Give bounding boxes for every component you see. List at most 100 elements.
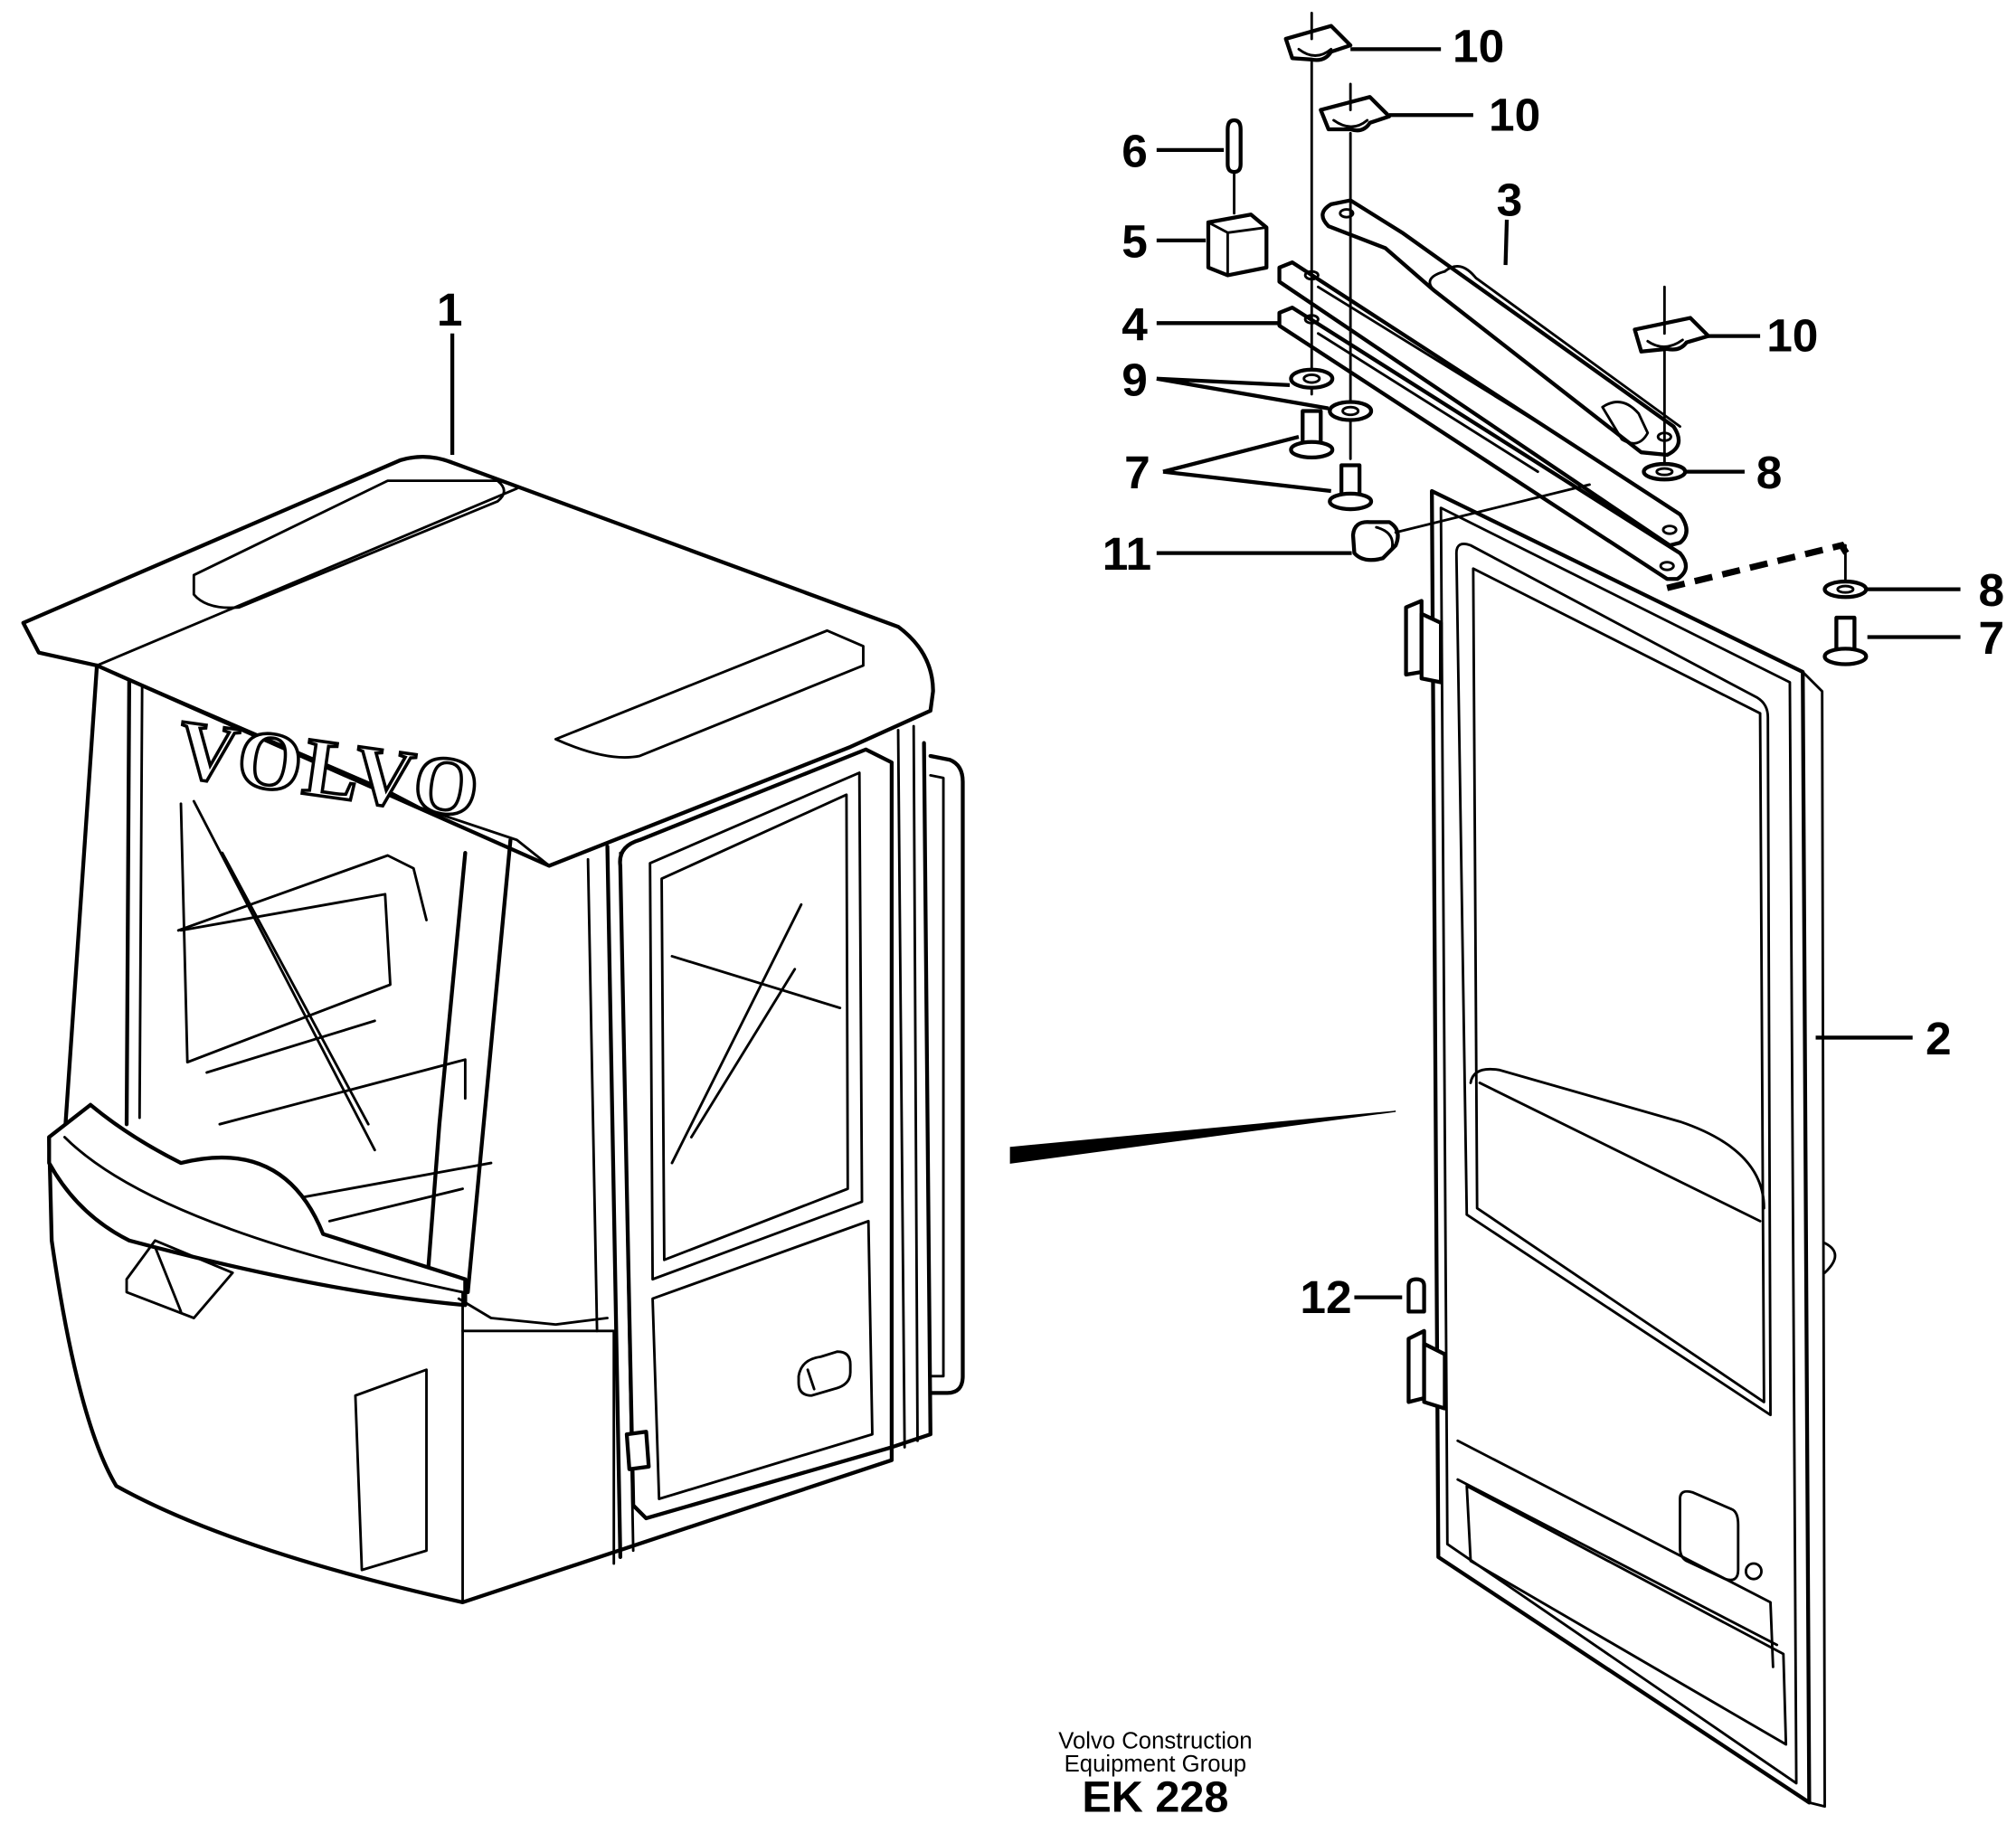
callout-10c: 10: [1766, 309, 1818, 362]
pin-7-c-head: [1822, 647, 1869, 666]
block-5-edges: [1207, 221, 1268, 277]
washer-8-a: [1642, 461, 1688, 482]
arm-hole-2: [1659, 561, 1675, 572]
hinge-lower-knuckle: [1422, 1341, 1447, 1411]
front-window-frame: [179, 802, 392, 1064]
washer-9-a-hole: [1302, 373, 1321, 384]
hinge-lower-leaf: [1406, 1328, 1426, 1404]
callout-labels: 1 2 3 4 5 6 7 7 8 8 9 10 10 10 11 12: [437, 20, 2004, 1323]
cab-door-lower-panel: [651, 1219, 874, 1500]
callout-8b: 8: [1979, 563, 2005, 616]
gas-strut-end: [1601, 401, 1650, 445]
block-5: [1206, 213, 1269, 278]
dashed-connector: [1666, 541, 1851, 591]
footer: Volvo Construction Equipment Group EK 22…: [1058, 1728, 1252, 1821]
knob-11-shade: [1375, 525, 1394, 551]
cab-window-reflection-2: [690, 968, 797, 1139]
rear-pillar-1: [896, 728, 906, 1449]
cab-door-front-edge: [605, 844, 622, 1559]
pin-6: [1226, 118, 1243, 175]
roof-panel-front: [192, 479, 506, 609]
callout-2: 2: [1926, 1012, 1952, 1064]
door-edge-depth: [1801, 670, 1826, 1809]
knob-11-axis: [1394, 483, 1591, 534]
floor-line-2: [218, 1058, 467, 1126]
front-pillar-right: [424, 850, 468, 1295]
cab-door-handle-slot: [806, 1368, 816, 1391]
clip-10-a-fold: [1297, 47, 1333, 57]
pin-7-a-head: [1289, 439, 1335, 460]
door-latch-bump: [1823, 1242, 1837, 1274]
lower-side-edge: [461, 1329, 616, 1565]
callout-1: 1: [437, 283, 463, 335]
footer-diagram-code: EK 228: [1082, 1772, 1228, 1821]
arm-plate-lower: [1277, 306, 1689, 581]
door-handle: [1679, 1489, 1740, 1582]
door-lower-line: [1456, 1439, 1775, 1668]
callout-3: 3: [1497, 174, 1523, 226]
leader-9: [1156, 376, 1330, 411]
front-window-rail: [176, 854, 428, 932]
door-glass-rail-2: [1478, 1082, 1762, 1223]
callout-11: 11: [1103, 527, 1151, 580]
small-parts: [1206, 11, 1869, 666]
dashboard-vent: [125, 1239, 234, 1319]
hinge-upper-knuckle: [1419, 611, 1443, 685]
strut-assembly: [1277, 198, 1689, 581]
footer-company-line2: Equipment Group: [1065, 1752, 1246, 1777]
front-pillar-right-2: [466, 837, 513, 1295]
arm-plate-upper: [1277, 260, 1689, 548]
leader-lines: [450, 47, 1961, 1299]
washer-8-b: [1822, 579, 1869, 600]
leader-3: [1503, 219, 1510, 266]
front-pillar-left: [124, 678, 132, 1127]
cab-window-reflection-1: [670, 902, 803, 1165]
clip-10-c-fold: [1646, 338, 1684, 348]
floor-line-3: [276, 1161, 493, 1204]
door-lower-panel: [1465, 1484, 1788, 1746]
dashboard-vent-divider: [154, 1245, 183, 1313]
dashboard: [47, 1102, 468, 1308]
callout-8a: 8: [1756, 446, 1783, 498]
arm-slot-upper: [1316, 285, 1546, 429]
grab-handle: [928, 753, 965, 1395]
gas-strut: [1320, 198, 1681, 458]
footer-company-line1: Volvo Construction: [1058, 1728, 1252, 1753]
roof-front-lip: [95, 664, 551, 867]
leader-7a: [1162, 434, 1331, 494]
door-lock: [1744, 1562, 1763, 1581]
callout-7a: 7: [1124, 446, 1150, 498]
callout-10b: 10: [1489, 88, 1540, 140]
lower-panel-1: [354, 1368, 428, 1572]
arm-slot-lower: [1316, 332, 1539, 474]
arm-hole-1: [1661, 524, 1678, 535]
door-panel: [1430, 488, 1812, 1805]
washer-9-b-hole: [1341, 405, 1360, 417]
hinge-upper-leaf: [1404, 599, 1424, 677]
front-pillar-left-inner: [137, 683, 144, 1120]
cab-door-window-outer: [648, 771, 864, 1281]
cab-door-handle: [797, 1350, 852, 1397]
callout-7b: 7: [1979, 611, 2005, 664]
cab-body-outline: [47, 663, 932, 1605]
grab-handle-inner: [929, 773, 945, 1378]
cab-door-hinge: [624, 1430, 651, 1471]
cab-door-window-inner: [660, 793, 849, 1261]
washer-8-b-hole: [1836, 584, 1855, 594]
mid-pillar: [586, 857, 599, 1333]
roof-edge-line: [95, 487, 518, 667]
door-lower-line-2: [1456, 1478, 1779, 1647]
dashboard-step: [457, 1297, 609, 1327]
callout-12: 12: [1300, 1271, 1351, 1323]
cab-window-rail: [670, 955, 842, 1010]
door-assembly: [1404, 488, 1851, 1809]
gas-strut-cap: [1428, 269, 1446, 293]
dashboard-edge: [63, 1136, 464, 1294]
strut-hole-top: [1339, 208, 1355, 219]
cab-door: [618, 747, 894, 1521]
clip-10-b-fold: [1332, 118, 1369, 128]
pin-7-b-head: [1328, 491, 1374, 512]
gas-strut-body-edge: [1443, 265, 1681, 429]
